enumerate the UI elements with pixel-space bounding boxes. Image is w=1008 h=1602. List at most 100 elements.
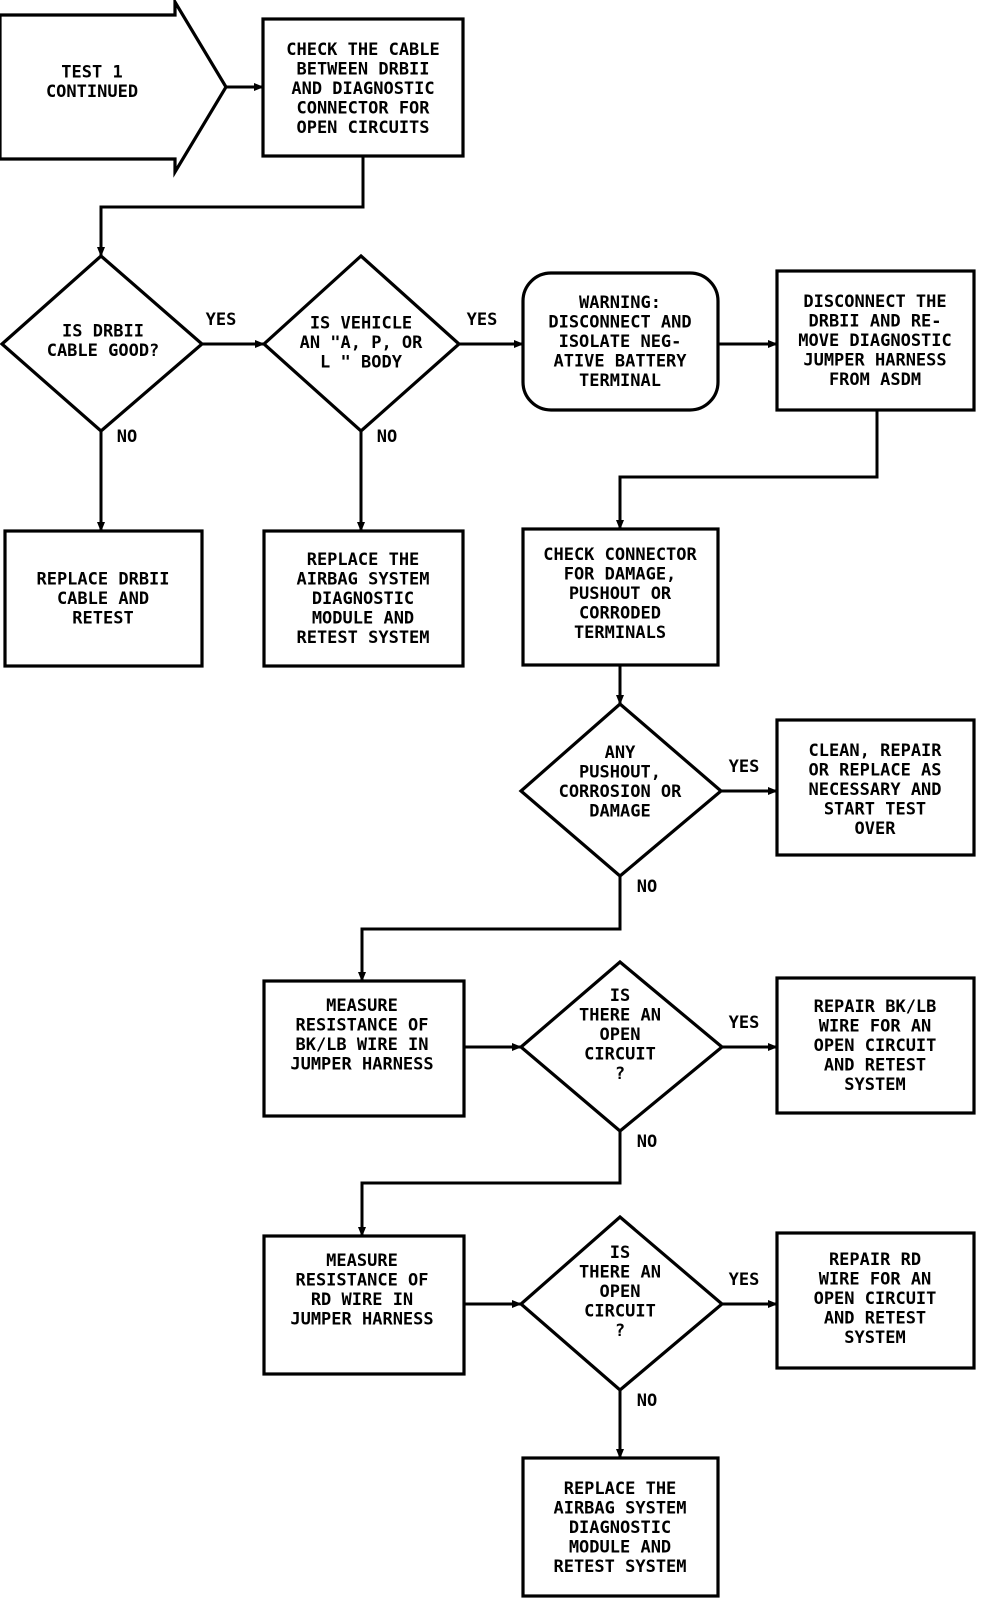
text-line: ? [615,1064,625,1084]
text-line: MEASURE [326,996,398,1016]
q-drb-cable-good-diamond [0,253,205,434]
text-line: THERE AN [579,1006,661,1026]
text-line: JUMPER HARNESS [290,1054,433,1074]
text-line: AND RETEST [824,1056,926,1076]
q1-no-label: NO [117,427,137,447]
text-line: MODULE AND [569,1538,671,1558]
replace-module-box-1 [262,529,465,668]
disconnect-drb-box [775,269,976,412]
q1-yes-label: YES [206,310,237,330]
text-line: DISCONNECT AND [548,313,691,333]
text-line: AIRBAG SYSTEM [296,570,429,590]
text-line: ? [615,1321,625,1341]
connector-check-to-q1 [97,156,365,257]
text-line: THERE AN [579,1263,661,1283]
q5-yes-label: YES [729,1270,760,1290]
text-line: DIAGNOSTIC [569,1518,671,1538]
text-line: REPAIR BK/LB [814,997,937,1017]
text-line: OPEN [600,1282,641,1302]
text-line: RETEST SYSTEM [553,1557,686,1577]
text-line: DRBII AND RE- [808,312,941,332]
text-line: AND RETEST [824,1309,926,1329]
text-line: OPEN [600,1025,641,1045]
text-line: MEASURE [326,1251,398,1271]
text-line: CORROSION OR [559,782,683,802]
text-line: CORRODED [579,604,661,624]
repair-bklb-box [775,976,976,1115]
text-line: CONTINUED [46,82,138,102]
text-line: CIRCUIT [584,1302,656,1322]
text-line: SYSTEM [844,1328,905,1348]
text-line: CONNECTOR FOR [296,99,430,119]
text-line: REPLACE DRBII [36,570,169,590]
text-line: IS DRBII [62,321,144,341]
text-line: OPEN CIRCUIT [814,1289,937,1309]
text-line: CLEAN, REPAIR [808,741,942,761]
text-line: TEST 1 [61,62,122,82]
text-line: CIRCUIT [584,1045,656,1065]
text-line: IS [610,986,630,1006]
text-line: BK/LB WIRE IN [295,1035,428,1055]
text-line: JUMPER HARNESS [803,351,946,371]
clean-repair-box [775,718,976,857]
text-line: RESISTANCE OF [295,1015,428,1035]
q-pushout-diamond [518,701,724,879]
q-open-circuit-diamond-2 [518,1214,725,1393]
check-connector-box [521,527,720,667]
text-line: OPEN CIRCUITS [296,118,429,138]
text-line: OPEN CIRCUIT [814,1036,937,1056]
text-line: AN "A, P, OR [300,333,424,353]
branch-labels: YES NO YES NO YES NO YES NO YES NO [117,310,760,1411]
text-line: NECESSARY AND [808,780,941,800]
connectors [97,83,879,1459]
text-line: TERMINAL [579,371,661,391]
warning-box [521,271,720,412]
q3-yes-label: YES [729,757,760,777]
text-line: CHECK CONNECTOR [543,545,697,565]
text-line: CABLE AND [57,589,149,609]
text-line: OR REPLACE AS [808,761,941,781]
replace-module-box-2 [521,1456,720,1598]
text-line: RD WIRE IN [311,1290,413,1310]
text-line: DAMAGE [589,801,650,821]
text-line: ISOLATE NEG- [559,332,682,352]
text-line: REPLACE THE [307,550,420,570]
q2-yes-label: YES [467,310,498,330]
text-line: IS VEHICLE [310,314,412,334]
connector-q3-no [358,876,622,982]
text-line: L " BODY [320,353,403,373]
text-line: START TEST [824,800,926,820]
text-line: FROM ASDM [829,370,921,390]
text-line: PUSHOUT OR [569,584,672,604]
q-open-circuit-diamond-1 [518,959,725,1134]
shapes [0,0,976,1598]
q4-no-label: NO [637,1132,657,1152]
check-cable-box [261,17,465,158]
text-line: JUMPER HARNESS [290,1309,433,1329]
text-line: ANY [605,743,636,763]
q4-yes-label: YES [729,1013,760,1033]
text-line: PUSHOUT, [579,762,661,782]
start-arrow-shape [0,0,228,178]
text-line: AND DIAGNOSTIC [291,79,434,99]
text-line: RESISTANCE OF [295,1270,428,1290]
text-line: SYSTEM [844,1075,905,1095]
text-line: ATIVE BATTERY [553,352,687,372]
